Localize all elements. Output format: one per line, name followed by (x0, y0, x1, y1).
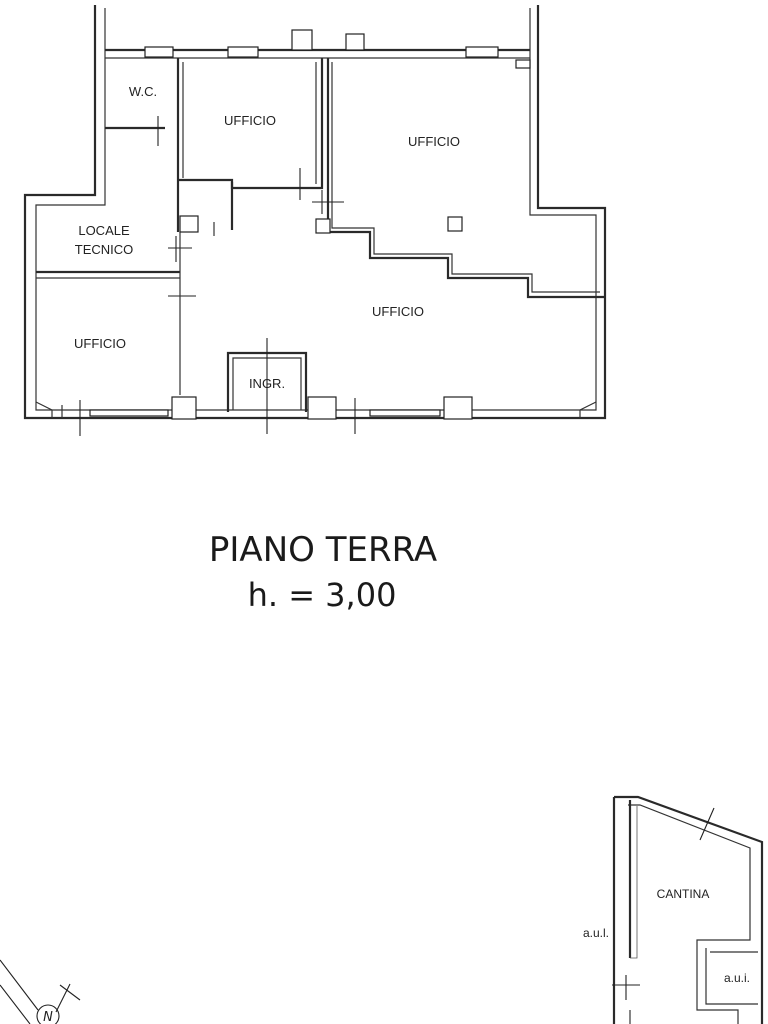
compass-north-letter: N (43, 1010, 53, 1024)
top-window-4 (345, 33, 365, 51)
aui-box (705, 948, 758, 1005)
cantina-left-wall-inner (630, 806, 638, 959)
bottom-window-2 (369, 409, 441, 417)
room-label-locale: LOCALE (78, 223, 130, 238)
floor-title: PIANO TERRA (209, 530, 437, 570)
top-window-3 (291, 29, 313, 51)
bottom-corner-right (579, 401, 597, 418)
floor-height: h. = 3,00 (248, 576, 397, 614)
cantina-inner-wall (628, 804, 751, 1024)
top-window-2 (227, 46, 259, 58)
room-label-wc: W.C. (129, 84, 157, 99)
compass-arrow-lines (0, 959, 81, 1024)
room-label-office-top-left: UFFICIO (224, 113, 276, 128)
bottom-column-1 (171, 396, 197, 420)
stepped-wall (326, 58, 605, 299)
basement-plan: CANTINA a.u.l. a.u.i. (583, 795, 764, 1024)
basement-label-aui: a.u.i. (724, 971, 750, 985)
column-stair (315, 218, 331, 234)
bottom-column-3 (443, 396, 473, 420)
stepped-wall-inner (331, 62, 600, 293)
ground-floor-plan: W.C. UFFICIO UFFICIO LOCALE TECNICO UFFI… (23, 5, 607, 436)
cantina-left-wall (612, 797, 632, 1024)
room-label-office-top-right: UFFICIO (408, 134, 460, 149)
north-compass: N (0, 959, 81, 1024)
top-window-1 (144, 46, 174, 58)
room-label-office-bottom-left: UFFICIO (74, 336, 126, 351)
column-large-office (447, 216, 463, 232)
office-top-left-wall (230, 58, 324, 190)
bottom-corner-left (35, 401, 63, 418)
room-label-office-center: UFFICIO (372, 304, 424, 319)
top-window-5 (465, 46, 499, 58)
basement-label-aul: a.u.l. (583, 926, 609, 940)
room-label-entrance: INGR. (249, 376, 285, 391)
compass-circle (36, 1004, 60, 1024)
basement-label-cantina: CANTINA (657, 887, 710, 901)
bottom-window-1 (89, 409, 169, 417)
office-door-mark-2 (312, 190, 344, 214)
office-top-left-wall-inner (182, 62, 317, 184)
cantina-door-mark (612, 807, 715, 1024)
bottom-axis-marks (79, 398, 356, 436)
cantina-outer-wall (614, 795, 764, 1024)
locale-divider-marks (168, 236, 196, 297)
bottom-column-2 (307, 396, 337, 420)
stair-box (179, 215, 199, 233)
top-fixture (515, 59, 531, 69)
room-label-tecnico: TECNICO (75, 242, 134, 257)
wc-wall (105, 58, 234, 232)
